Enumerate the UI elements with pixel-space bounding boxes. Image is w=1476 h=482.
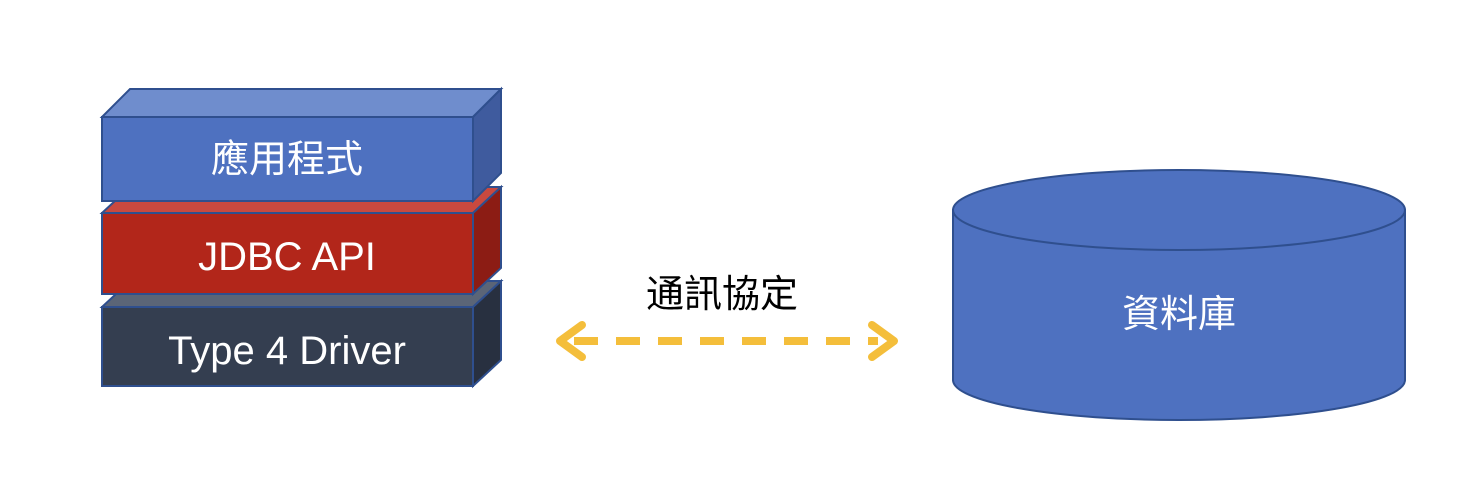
database-top xyxy=(952,169,1406,251)
application-layer-top xyxy=(99,88,504,118)
application-layer-label: 應用程式 xyxy=(211,137,363,181)
stack-layer-driver: Type 4 Driver xyxy=(99,278,504,389)
application-layer-front xyxy=(101,116,474,202)
stack-layer-jdbc-api: JDBC API xyxy=(99,184,504,297)
protocol-arrow-left-head xyxy=(556,321,586,361)
database-label: 資料庫 xyxy=(1122,292,1236,336)
driver-layer-front xyxy=(101,306,474,387)
driver-layer-label: Type 4 Driver xyxy=(168,329,406,373)
protocol-connection: 通訊協定 xyxy=(556,272,898,361)
database-cylinder: 資料庫 xyxy=(952,169,1406,421)
database-body xyxy=(952,209,1406,421)
jdbc-api-layer-front xyxy=(101,212,474,295)
protocol-label: 通訊協定 xyxy=(646,272,798,316)
jdbc-api-layer-label: JDBC API xyxy=(198,235,376,279)
stack-layer-application: 應用程式 xyxy=(99,86,504,204)
protocol-arrow-right-head xyxy=(868,321,898,361)
